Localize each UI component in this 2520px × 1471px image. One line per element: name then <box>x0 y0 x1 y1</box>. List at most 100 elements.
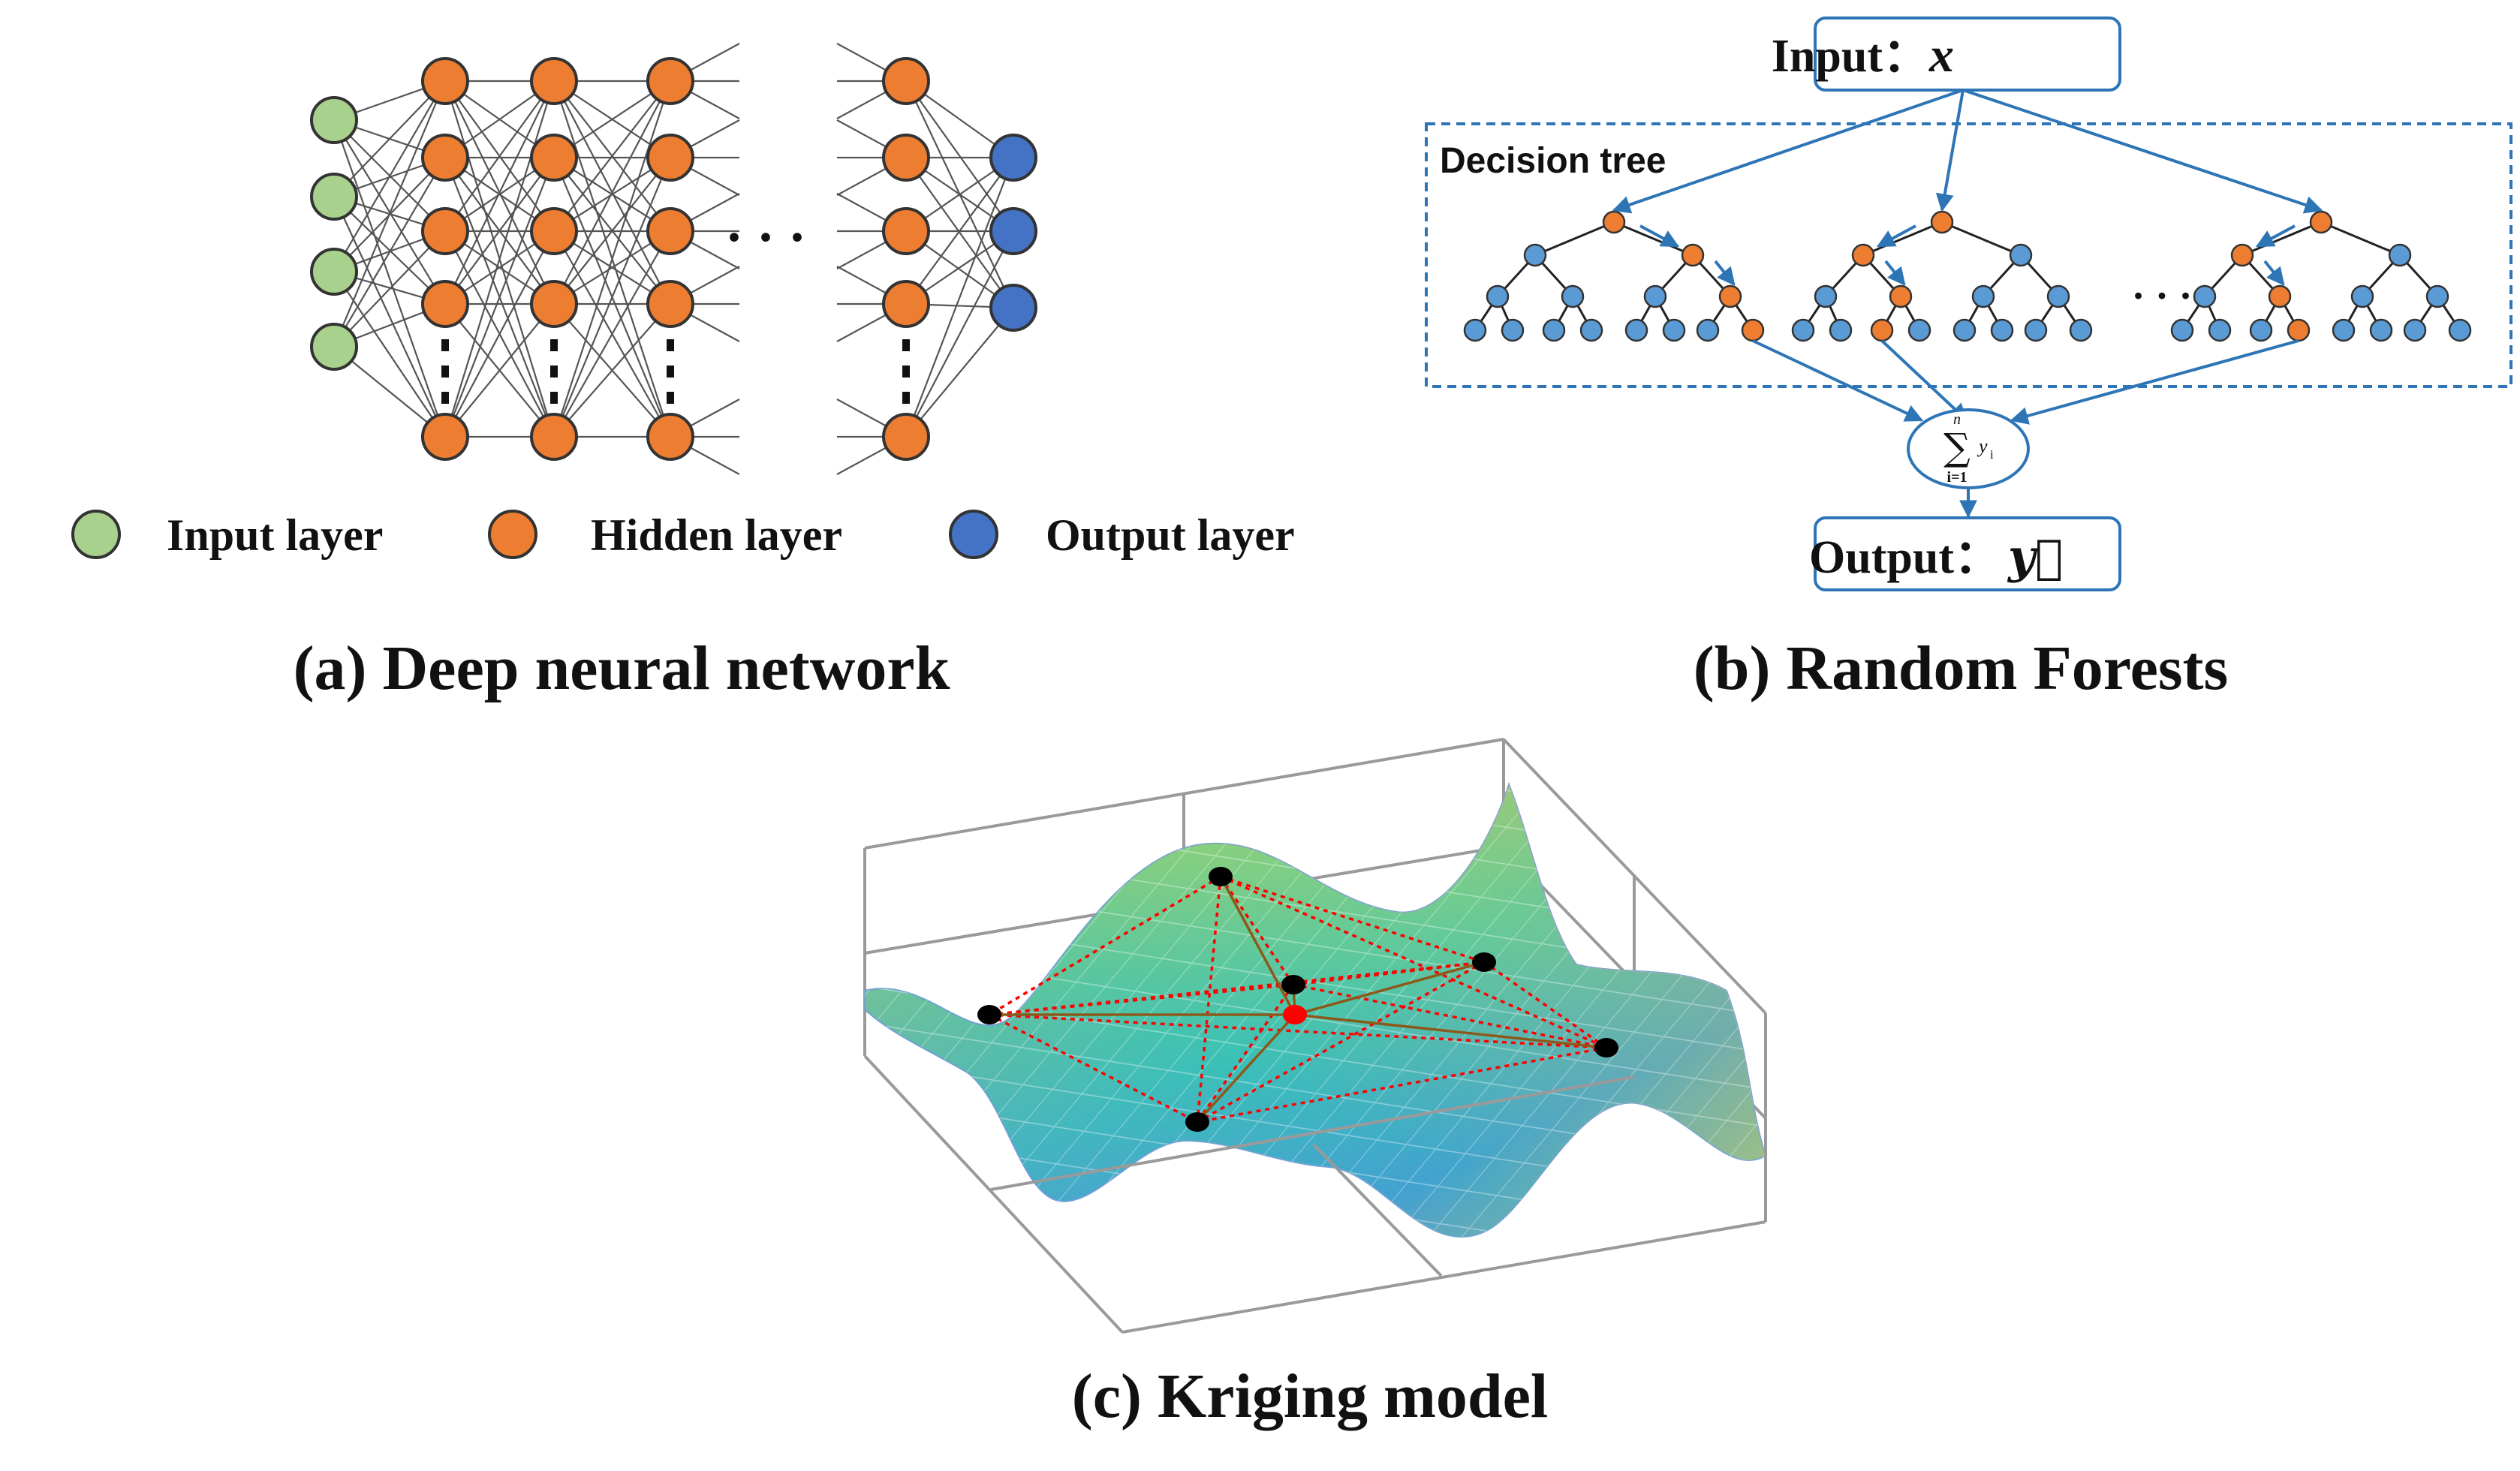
dnn-hidden-node <box>646 280 694 328</box>
legend-hidden-marker <box>488 510 537 559</box>
rf-tree-ellipsis: · · · <box>2131 273 2192 318</box>
dnn-hidden-node <box>882 413 930 461</box>
kriging-solid-link <box>1294 961 1485 1016</box>
rf-tree-node <box>1561 284 1585 308</box>
dnn-hidden-node <box>530 134 578 182</box>
rf-tree-node <box>1643 284 1667 308</box>
rf-tree-node <box>2448 318 2472 342</box>
dnn-connection <box>333 80 446 197</box>
rf-tree-node <box>2350 284 2374 308</box>
dnn-connection <box>333 80 447 347</box>
legend-hidden-label: Hidden layer <box>591 510 842 560</box>
dnn-ellipsis-dot <box>550 392 558 404</box>
dnn-ellipsis-dot <box>902 392 910 404</box>
kriging-bounding-box-front <box>863 1013 1767 1334</box>
rf-tree-node <box>2009 243 2033 267</box>
dnn-hidden-node <box>530 207 578 255</box>
dnn-connection <box>333 196 446 438</box>
dnn-hidden-node <box>882 207 930 255</box>
dnn-connection <box>553 157 671 305</box>
kriging-dotted-link <box>1196 983 1295 1124</box>
panel-kriging-model: (c) Kriging model <box>863 738 1767 1431</box>
rf-tree-node <box>1542 318 1566 342</box>
dnn-ellipsis-dot <box>902 339 910 351</box>
rf-path-arrow <box>1962 89 2323 214</box>
dnn-connection <box>905 230 1014 438</box>
dnn-connection <box>444 80 555 438</box>
rf-path-arrow <box>1714 260 1736 286</box>
dnn-connection <box>333 157 446 347</box>
rf-tree-node <box>2024 318 2048 342</box>
dnn-ellipsis-dot <box>441 339 449 351</box>
rf-trees <box>1463 89 2472 519</box>
rf-tree-node <box>1851 243 1875 267</box>
rf-tree-node <box>2369 318 2393 342</box>
rf-tree-node <box>1990 318 2014 342</box>
dnn-input-node <box>310 96 358 144</box>
dnn-ellipsis-dot <box>441 365 449 378</box>
rf-tree-node <box>1579 318 1603 342</box>
rf-path-arrow <box>1752 339 1924 422</box>
rf-output-box <box>1814 516 2121 591</box>
kriging-dotted-link <box>1219 876 1295 985</box>
rf-path-arrow <box>1612 89 1964 214</box>
dnn-ellipsis-dot <box>550 339 558 351</box>
dnn-hidden-node <box>646 57 694 105</box>
rf-tree-node <box>1741 318 1765 342</box>
kriging-dotted-link <box>1220 875 1485 964</box>
dnn-hidden-node <box>421 280 469 328</box>
kriging-sample-point <box>1472 952 1496 972</box>
kriging-sample-point <box>1185 1112 1209 1132</box>
rf-tree-node <box>2230 243 2254 267</box>
legend-output-marker <box>949 510 998 559</box>
rf-decision-tree-label: Decision tree <box>1440 141 1666 181</box>
dnn-hidden-node <box>646 207 694 255</box>
rf-sum-term: y <box>1977 435 1988 457</box>
rf-tree-node <box>2249 318 2273 342</box>
kriging-solid-link <box>1196 1013 1296 1124</box>
dnn-connection <box>553 230 671 438</box>
rf-tree-node <box>1971 284 1995 308</box>
rf-tree-node <box>1501 318 1525 342</box>
rf-path-arrow <box>1935 89 1965 212</box>
dnn-connection <box>444 80 555 305</box>
dnn-hidden-node <box>530 57 578 105</box>
kriging-dotted-link <box>989 1013 1607 1049</box>
dnn-ellipsis-dot <box>667 365 674 378</box>
rf-path-arrow <box>1876 224 1916 248</box>
rf-path-arrow <box>2255 224 2296 248</box>
dnn-ellipsis-dot <box>667 392 674 404</box>
dnn-vertical-ellipsis <box>441 339 910 404</box>
caption-c: (c) Kriging model <box>1072 1361 1549 1431</box>
dnn-hidden-node <box>882 280 930 328</box>
dnn-connection <box>444 303 555 438</box>
rf-sum-lower: i=1 <box>1947 469 1968 486</box>
rf-tree-node <box>2425 284 2449 308</box>
rf-input-variable: x <box>1928 28 1954 83</box>
rf-tree-node <box>2332 318 2356 342</box>
rf-tree-node <box>2208 318 2232 342</box>
panel-random-forests: Input： x Decision tree · · · n ∑ i=1 y i… <box>1425 17 2512 703</box>
dnn-input-node <box>310 248 358 296</box>
rf-tree-node <box>1829 318 1853 342</box>
rf-tree-node <box>1791 318 1815 342</box>
dnn-hidden-node <box>882 134 930 182</box>
rf-tree-node <box>1907 318 1931 342</box>
kriging-sample-point <box>1281 975 1305 994</box>
dnn-connection <box>333 80 446 272</box>
rf-sum-upper: n <box>1953 411 1961 428</box>
dnn-hidden-node <box>646 134 694 182</box>
rf-path-arrow <box>2010 339 2299 425</box>
legend-input-marker <box>71 510 121 559</box>
kriging-solid-link <box>1219 876 1296 1015</box>
rf-path-arrow <box>1639 224 1680 248</box>
dnn-layer-ellipsis: · · · <box>725 207 806 267</box>
dnn-ellipsis-dot <box>667 339 674 351</box>
dnn-output-node <box>989 207 1037 255</box>
rf-tree-node <box>1696 318 1720 342</box>
rf-tree-node <box>2309 210 2333 234</box>
dnn-connection <box>444 157 555 305</box>
dnn-connection <box>552 80 672 438</box>
rf-tree-node <box>1624 318 1648 342</box>
rf-tree-node <box>1814 284 1838 308</box>
